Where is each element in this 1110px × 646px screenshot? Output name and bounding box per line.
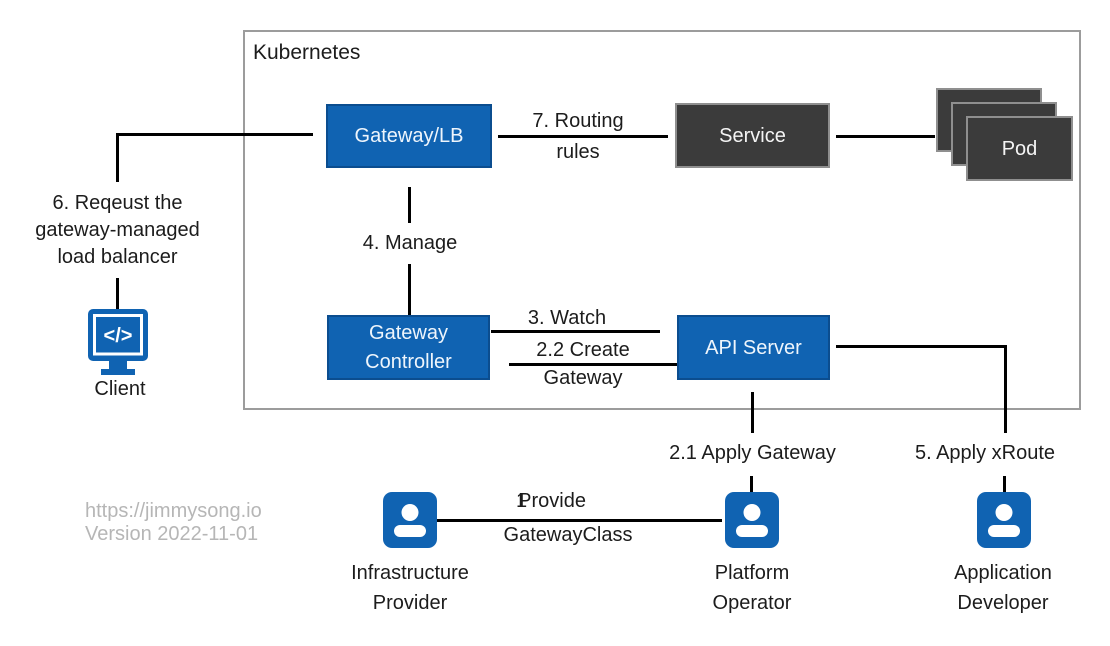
edge-create-gateway-label-line1: 2.2 Create [483,337,683,364]
actor-client-label: Client [60,376,180,403]
node-pod: Pod [966,116,1073,181]
edge-provide-number-text: 1 [516,490,528,512]
actor-infrastructure-provider-label: Infrastructure Provider [310,558,510,618]
edge-routing-rules-line [498,135,668,138]
edge-create-gateway-line [509,363,677,366]
edge-provide-text1: Provide [518,490,586,512]
edge-apply-xroute-text: 5. Apply xRoute [914,442,1056,464]
code-glyph: </> [104,325,133,347]
edge-create-gateway-label-line2: Gateway [483,365,683,392]
actor-infra-text1: Infrastructure [351,562,469,584]
edge-client-line-v-top [116,133,119,182]
edge-app-developer-tick [1003,476,1006,493]
edge-provide-gatewayclass-label-line2: GatewayClass [468,522,668,549]
actor-client-text: Client [94,378,146,400]
node-gateway-lb-label: Gateway/LB [354,125,464,147]
actor-appdev-text1: Application [954,562,1052,584]
node-api-server-label: API Server [705,336,802,359]
edge-client-gateway-line-h [117,133,313,136]
node-service: Service [675,103,830,168]
edge-routing-rules-label-line2: rules [478,139,678,166]
node-gateway-controller-label-line2: Controller [365,350,452,373]
node-api-server: API Server [677,315,830,380]
edge-apiserver-xroute-line-v [1004,345,1007,433]
node-gateway-controller: Gateway Controller [327,315,490,380]
edge-provide-gatewayclass-line [437,519,722,522]
edge-routing-rules-label-line1: 7. Routing [478,108,678,135]
watermark-version: Version 2022-11-01 [85,523,259,545]
edge-manage-line-bottom [408,264,411,315]
watermark: https://jimmysong.io Version 2022-11-01 [85,500,262,546]
edge-watch-label: 3. Watch [467,305,667,332]
edge-apply-gateway-line-v [751,392,754,433]
edge-client-line-v-bottom [116,278,119,309]
edge-manage-text: 4. Manage [362,232,458,254]
infrastructure-provider-person-icon [383,492,437,548]
edge-platform-operator-tick [750,476,753,493]
node-gateway-controller-label-line1: Gateway [369,321,448,344]
edge-request-lb-text1: 6. Reqeust the [52,192,183,214]
edge-manage-line-top [408,187,411,223]
edge-apply-xroute-label: 5. Apply xRoute [885,440,1085,467]
actor-platform-text2: Operator [712,592,792,614]
actor-platform-operator-label: Platform Operator [652,558,852,618]
edge-request-lb-label: 6. Reqeust the gateway-managed load bala… [7,190,228,271]
platform-operator-person-icon [725,492,779,548]
node-gateway-lb: Gateway/LB [326,104,492,168]
edge-create-gateway-text2: Gateway [543,367,623,389]
actor-application-developer-label: Application Developer [903,558,1103,618]
edge-apply-gateway-label: 2.1 Apply Gateway [650,440,855,467]
edge-service-pod-line [836,135,935,138]
edge-manage-label: 4. Manage [310,230,510,257]
actor-platform-text1: Platform [714,562,790,584]
edge-routing-rules-text1: 7. Routing [532,110,624,132]
edge-watch-line [491,330,660,333]
actor-infra-text2: Provider [372,592,448,614]
edge-request-lb-text3: load balancer [57,246,178,268]
client-monitor-icon: </> [88,309,148,375]
edge-request-lb-text2: gateway-managed [35,219,200,241]
edge-apiserver-xroute-line-h [836,345,1007,348]
watermark-url: https://jimmysong.io [85,500,262,522]
edge-apply-gateway-text: 2.1 Apply Gateway [669,442,836,464]
edge-watch-text: 3. Watch [527,307,607,329]
application-developer-person-icon [977,492,1031,548]
edge-create-gateway-text1: 2.2 Create [536,339,630,361]
edge-provide-gatewayclass-label-line1: 1Provide [452,488,652,515]
node-pod-label: Pod [1001,137,1038,160]
edge-provide-text2: GatewayClass [503,524,633,546]
edge-routing-rules-text2: rules [556,141,600,163]
actor-appdev-text2: Developer [957,592,1049,614]
node-service-label: Service [719,124,786,147]
kubernetes-title: Kubernetes [253,41,361,64]
